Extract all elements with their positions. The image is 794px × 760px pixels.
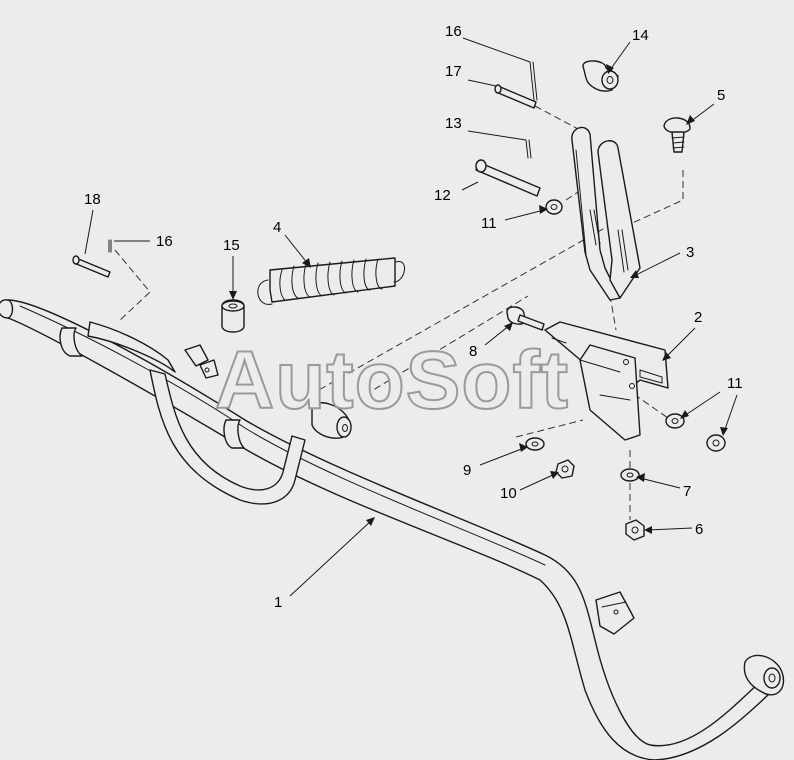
- small-hardware: [525, 437, 645, 541]
- carriage-bolt: [663, 117, 691, 153]
- watermark-text: AutoSoft: [215, 335, 569, 426]
- pedal-bracket-upper: [571, 126, 641, 301]
- pedal-shaft-bar: [0, 299, 785, 760]
- callout-7: 7: [683, 483, 691, 500]
- callout-1: 1: [274, 594, 282, 611]
- bushing-top: [582, 60, 619, 92]
- mounting-bracket-lower: [544, 321, 669, 441]
- bolt: [506, 306, 545, 331]
- extension-spring: [257, 257, 405, 305]
- washers-right: [665, 413, 726, 452]
- pin-left: [72, 239, 112, 278]
- callout-17: 17: [445, 63, 462, 80]
- callout-14: 14: [632, 27, 649, 44]
- callout-18: 18: [84, 191, 101, 208]
- pin-middle: [475, 139, 563, 215]
- callout-labels: 16 14 17 5 13 12 11 3 18 16 15 4 2 8 11 …: [84, 23, 743, 611]
- callout-15: 15: [223, 237, 240, 254]
- pin-top: [494, 61, 538, 109]
- callout-3: 3: [686, 244, 694, 261]
- callout-11-right: 11: [727, 375, 743, 392]
- callout-6: 6: [695, 521, 703, 538]
- callout-9: 9: [463, 462, 471, 479]
- leader-lines: [84, 37, 738, 597]
- bushing: [221, 299, 245, 333]
- callout-4: 4: [273, 219, 281, 236]
- callout-16-left: 16: [156, 233, 173, 250]
- callout-2: 2: [694, 309, 702, 326]
- callout-8: 8: [469, 343, 477, 360]
- alignment-lines: [114, 105, 684, 520]
- callout-11-top: 11: [481, 215, 497, 232]
- callout-5: 5: [717, 87, 725, 104]
- callout-12: 12: [434, 187, 451, 204]
- callout-10: 10: [500, 485, 517, 502]
- callout-16-top: 16: [445, 23, 462, 40]
- callout-13: 13: [445, 115, 462, 132]
